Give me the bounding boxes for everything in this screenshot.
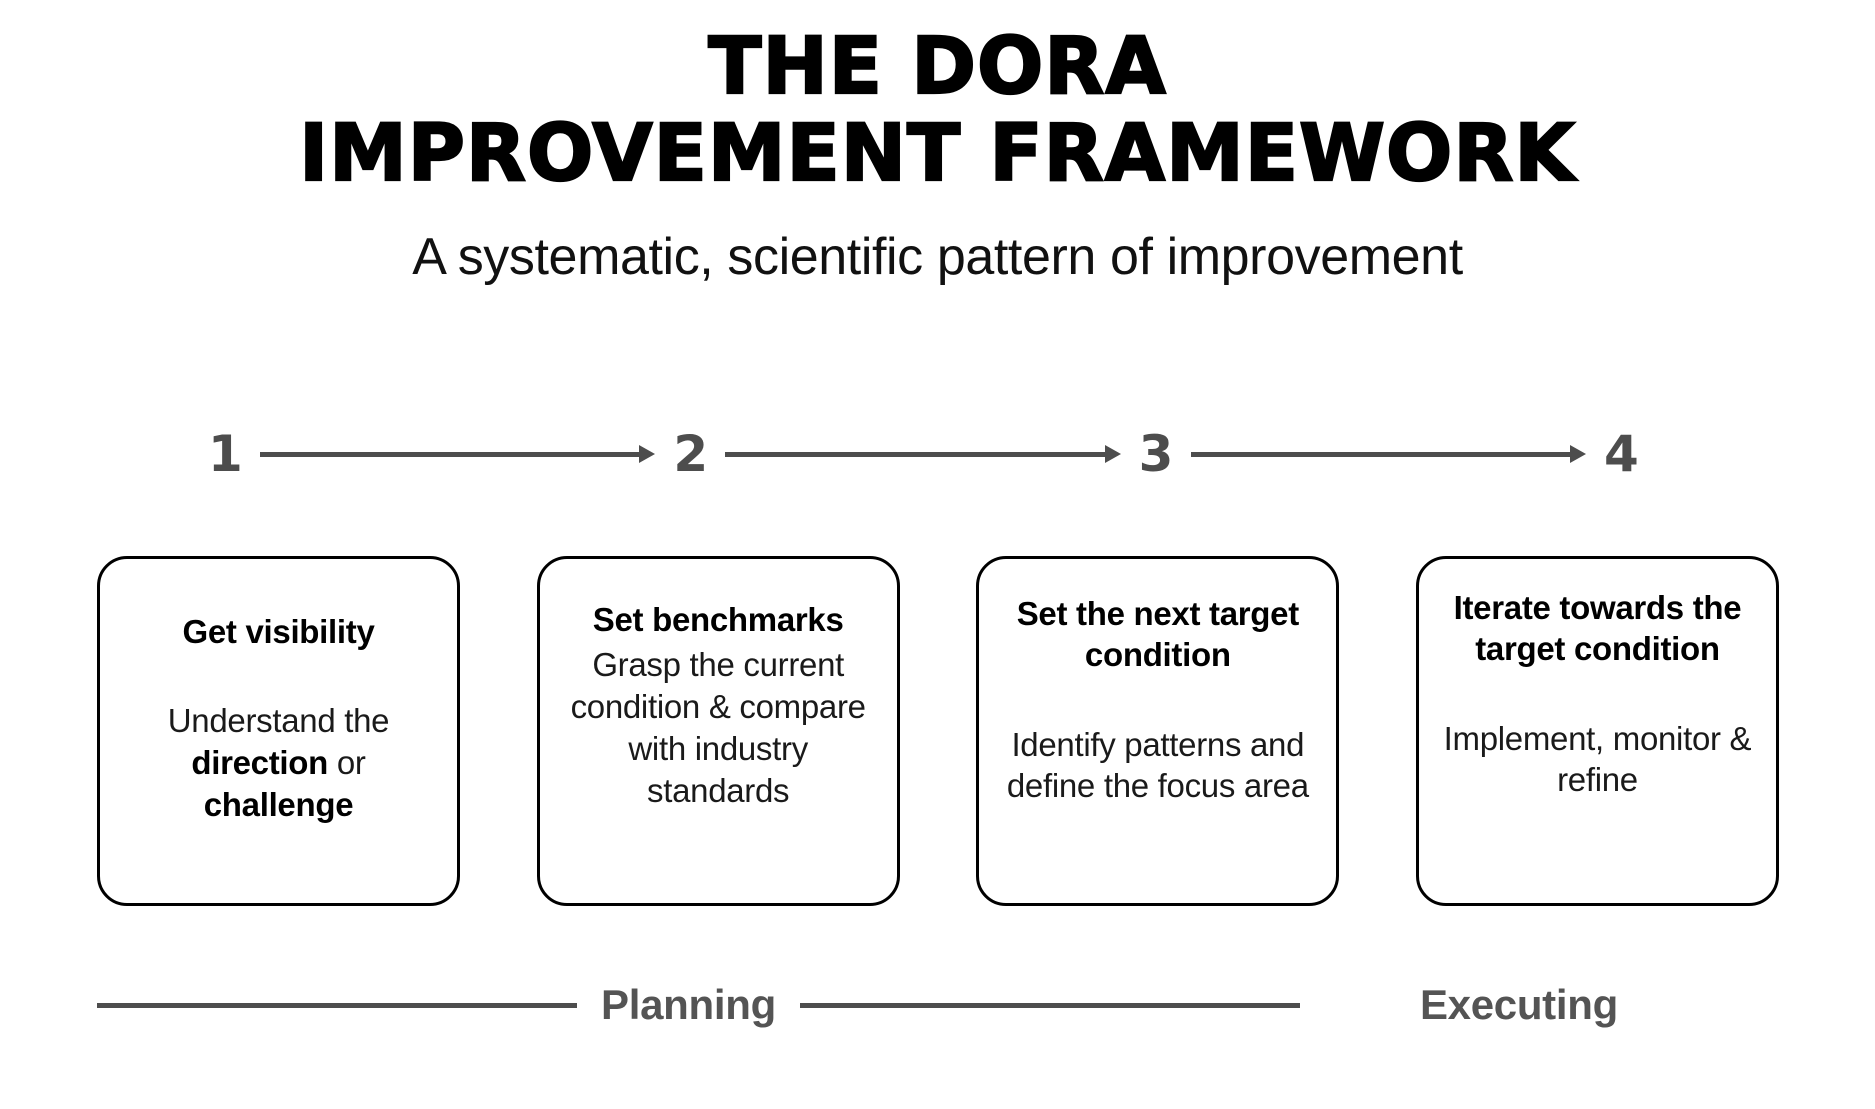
page-title-line-2: IMPROVEMENT FRAMEWORK [298,109,1576,200]
step-card-1-heading: Get visibility [182,613,375,650]
step-number-4: 4 [1603,425,1639,483]
step-card-1-body-bold-2: challenge [203,786,354,824]
page-title-line-1: THE DORA [707,22,1167,112]
page-header: THE DORA IMPROVEMENT FRAMEWORK A systema… [0,0,1875,286]
step-card-1-body: Understand the direction or challenge [120,700,437,826]
page-subtitle: A systematic, scientific pattern of impr… [412,227,1463,286]
step-sequence: 1 2 3 4 [208,424,1639,484]
arrow-shaft [1190,451,1575,457]
step-card-1-body-mid: or [328,744,366,782]
arrow-shaft [260,451,645,457]
step-number-2: 2 [673,425,709,483]
step-card-4: Iterate towards the target condition Imp… [1415,556,1779,906]
arrow-shaft [725,451,1110,457]
step-card-3: Set the next target condition Identify p… [976,556,1340,906]
step-card-1-body-text: Understand the [167,702,390,740]
phase-bar: Planning Executing [97,975,1779,1035]
phase-line-left [97,1002,577,1008]
step-card-3-heading: Set the next target condition [1016,595,1300,674]
step-number-1: 1 [208,425,243,483]
arrow-head-icon [639,445,656,463]
step-card-1-body-bold-1: direction [191,744,329,782]
step-card-4-heading: Iterate towards the target condition [1453,589,1742,668]
step-cards: Get visibility Understand the direction … [97,556,1779,906]
step-card-1: Get visibility Understand the direction … [97,556,460,906]
step-card-2: Set benchmarks Grasp the current conditi… [536,556,900,906]
step-card-4-body: Implement, monitor & refine [1443,719,1752,799]
arrow-head-icon [1104,445,1121,463]
step-card-3-body: Identify patterns and define the focus a… [1006,725,1309,805]
step-number-3: 3 [1138,425,1174,483]
arrow-head-icon [1569,445,1586,463]
phase-label-planning: Planning [601,981,776,1028]
arrow-1-to-2 [260,442,656,466]
step-card-2-heading: Set benchmarks [592,601,844,638]
arrow-3-to-4 [1190,442,1586,466]
phase-line-right [799,1002,1300,1008]
arrow-2-to-3 [725,442,1121,466]
page-title: THE DORA IMPROVEMENT FRAMEWORK [0,0,1875,199]
phase-label-executing: Executing [1419,981,1618,1028]
step-card-2-body: Grasp the current condition & compare wi… [570,646,866,809]
